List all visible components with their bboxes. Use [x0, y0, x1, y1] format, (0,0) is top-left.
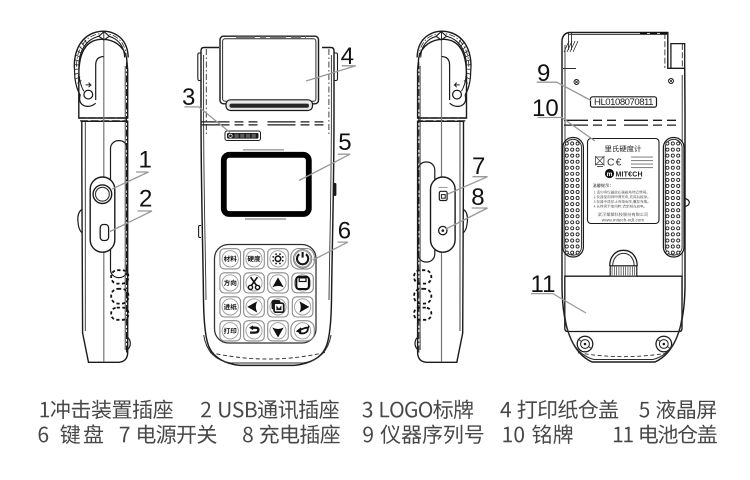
svg-text:5: 5 — [338, 129, 351, 156]
svg-text:MIT€CH: MIT€CH — [616, 171, 643, 178]
svg-text:HL0108070811: HL0108070811 — [594, 97, 654, 108]
svg-text:6: 6 — [338, 217, 351, 244]
svg-text:www.mitech-ndt.com: www.mitech-ndt.com — [602, 218, 645, 223]
svg-text:8: 8 — [471, 184, 484, 211]
svg-text:7: 7 — [472, 153, 485, 180]
svg-text:C€: C€ — [607, 157, 622, 169]
svg-text:9: 9 — [537, 60, 550, 87]
svg-text:m: m — [607, 171, 613, 178]
svg-text:1: 1 — [139, 147, 152, 174]
svg-text:2: 2 — [139, 186, 152, 213]
svg-text:3: 3 — [182, 84, 195, 111]
svg-text:4: 4 — [341, 43, 354, 70]
